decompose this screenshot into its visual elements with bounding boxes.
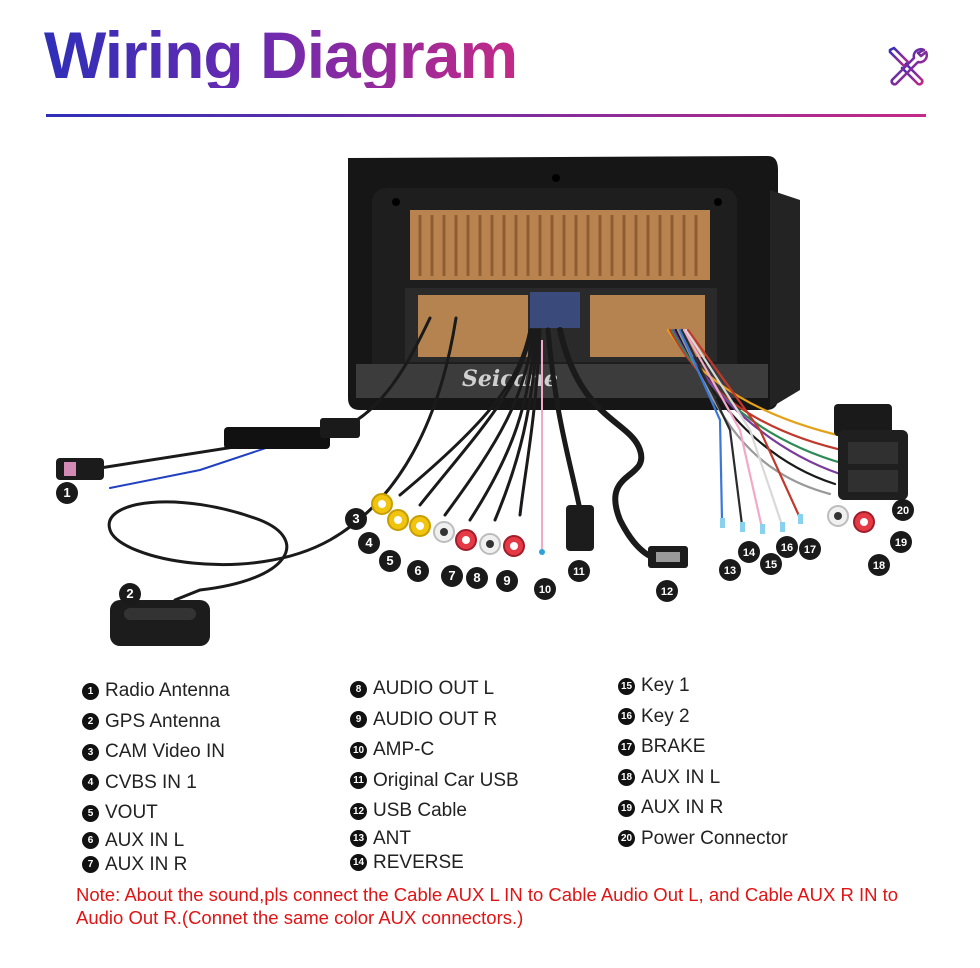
title-divider: [46, 114, 926, 117]
callout-7: 7: [441, 565, 463, 587]
sound-connection-note: Note: About the sound,pls connect the Ca…: [76, 884, 899, 928]
callout-9: 9: [496, 570, 518, 592]
callout-10: 10: [534, 578, 556, 600]
callout-1: 1: [56, 482, 78, 504]
svg-text:7: 7: [448, 568, 455, 583]
radio-antenna-plug: [56, 458, 104, 480]
callout-17: 17: [799, 538, 821, 560]
head-unit: [348, 156, 800, 410]
svg-text:14: 14: [743, 547, 756, 559]
svg-text:13: 13: [724, 565, 736, 577]
callout-15: 15: [760, 553, 782, 575]
svg-text:19: 19: [895, 537, 907, 549]
aux-in-plugs: [827, 505, 875, 533]
gps-antenna-puck: [110, 600, 210, 646]
svg-text:20: 20: [897, 505, 909, 517]
svg-text:12: 12: [661, 586, 673, 598]
svg-text:17: 17: [804, 544, 816, 556]
callout-16: 16: [776, 536, 798, 558]
callout-8: 8: [466, 567, 488, 589]
callout-14: 14: [738, 541, 760, 563]
callout-6: 6: [407, 560, 429, 582]
svg-text:15: 15: [765, 559, 777, 571]
svg-text:18: 18: [873, 560, 885, 572]
wiring-diagram: Seicane: [56, 156, 914, 646]
svg-text:10: 10: [539, 584, 551, 596]
svg-text:3: 3: [352, 511, 359, 526]
svg-text:5: 5: [386, 553, 393, 568]
svg-text:9: 9: [503, 573, 510, 588]
svg-text:11: 11: [573, 566, 585, 578]
callout-5: 5: [379, 550, 401, 572]
svg-text:8: 8: [473, 570, 480, 585]
antenna-adapter: [224, 427, 330, 449]
svg-text:6: 6: [414, 563, 421, 578]
tools-icon: [888, 46, 929, 86]
rca-plugs: [371, 493, 525, 557]
callout-19: 19: [890, 531, 912, 553]
power-connector: [834, 404, 908, 500]
svg-text:2: 2: [126, 586, 133, 601]
callout-12: 12: [656, 580, 678, 602]
svg-text:16: 16: [781, 542, 793, 554]
callout-13: 13: [719, 559, 741, 581]
callout-2: 2: [119, 583, 141, 605]
callout-3: 3: [345, 508, 367, 530]
page-title: Wiring Diagram: [44, 18, 518, 92]
car-usb-connector: [566, 505, 594, 551]
svg-text:4: 4: [365, 535, 373, 550]
callout-4: 4: [358, 532, 380, 554]
callout-11: 11: [568, 560, 590, 582]
svg-text:1: 1: [63, 485, 70, 500]
callout-20: 20: [892, 499, 914, 521]
callout-18: 18: [868, 554, 890, 576]
